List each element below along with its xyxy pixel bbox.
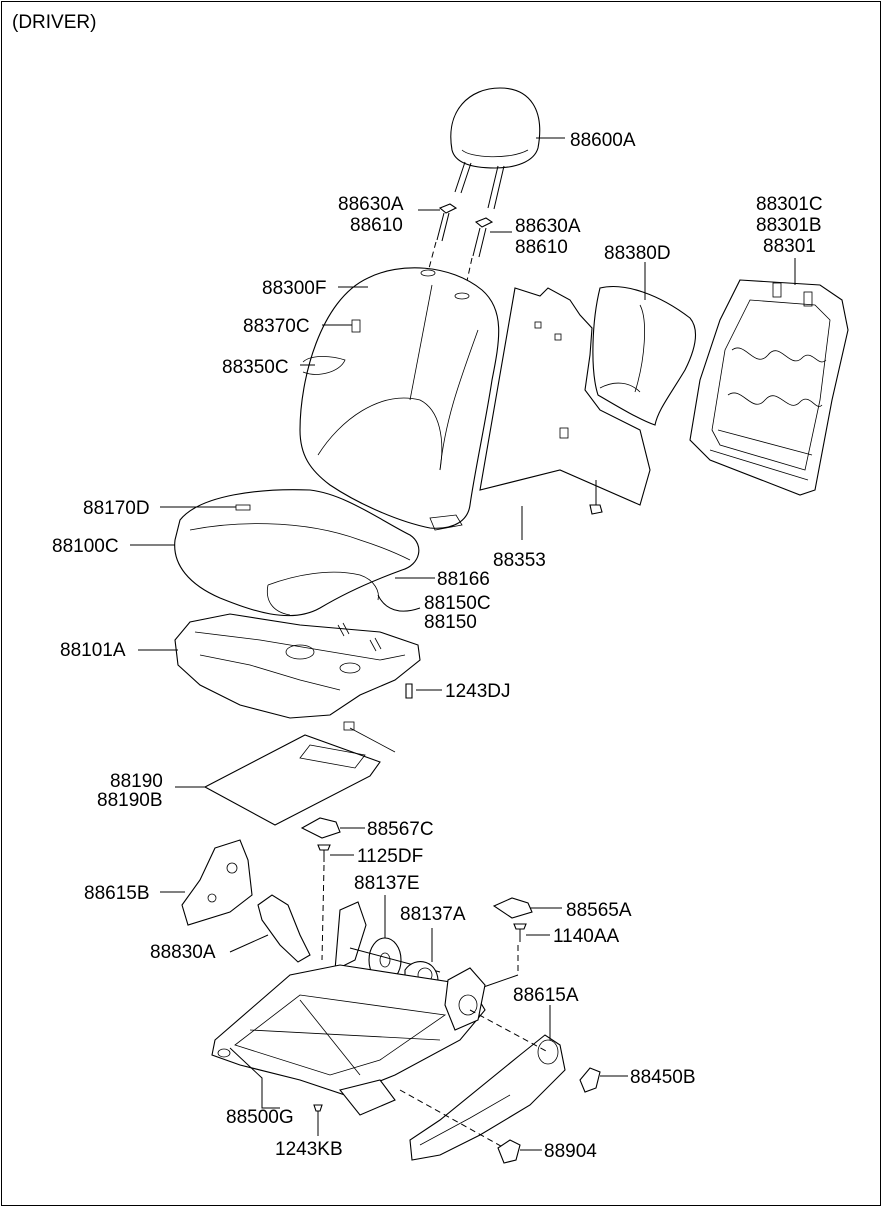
label-88567c: 88567C — [367, 819, 434, 840]
label-88600a: 88600A — [570, 130, 636, 151]
label-1140aa: 1140AA — [553, 926, 620, 947]
diagram-header: (DRIVER) — [12, 12, 97, 33]
cap-drawing — [497, 1139, 542, 1164]
label-1243kb: 1243KB — [275, 1139, 343, 1160]
seat-back-pad-drawing — [592, 262, 696, 426]
cushion-frame-drawing — [138, 613, 442, 719]
seat-back-cover-drawing — [299, 267, 500, 531]
label-88630a-left: 88630A — [338, 194, 404, 215]
label-88101a: 88101A — [60, 640, 126, 661]
label-88100c: 88100C — [52, 536, 119, 557]
label-88170d: 88170D — [83, 498, 150, 519]
seat-back-board-drawing — [479, 287, 651, 540]
label-88615a: 88615A — [513, 985, 579, 1006]
label-88370c: 88370C — [243, 316, 310, 337]
label-88615b: 88615B — [84, 883, 150, 904]
label-88301: 88301 — [763, 236, 816, 257]
label-88137e: 88137E — [354, 873, 420, 894]
label-88610-right: 88610 — [515, 237, 568, 258]
shield-b-drawing — [160, 839, 253, 926]
label-88150: 88150 — [424, 612, 477, 633]
seat-back-frame-drawing — [689, 258, 849, 496]
label-88380d: 88380D — [604, 243, 671, 264]
cushion-cover-drawing — [130, 489, 435, 617]
headrest-guides-drawing — [418, 203, 512, 291]
label-88450b: 88450B — [630, 1067, 696, 1088]
label-88190b: 88190B — [97, 790, 163, 811]
label-88300f: 88300F — [262, 278, 326, 299]
label-88830a: 88830A — [150, 942, 216, 963]
label-88904: 88904 — [544, 1141, 597, 1162]
shield-a-drawing — [399, 1005, 566, 1161]
label-88150c: 88150C — [424, 593, 491, 614]
label-88630a-right: 88630A — [515, 216, 581, 237]
seat-heater-drawing — [175, 721, 396, 826]
label-88500g: 88500G — [226, 1107, 294, 1128]
label-88301b: 88301B — [756, 215, 822, 236]
seat-track-drawing — [211, 964, 486, 1136]
label-88190: 88190 — [110, 771, 163, 792]
covers-bolts-drawing — [300, 817, 562, 991]
label-88166: 88166 — [437, 569, 490, 590]
label-88137a: 88137A — [400, 904, 466, 925]
buckle-drawing — [229, 894, 311, 963]
label-88353: 88353 — [493, 550, 546, 571]
knob-drawing — [579, 1067, 628, 1093]
headrest-drawing — [450, 87, 565, 210]
label-88610-left: 88610 — [350, 215, 403, 236]
label-88350c: 88350C — [222, 357, 289, 378]
label-88565a: 88565A — [566, 900, 632, 921]
label-88301c: 88301C — [756, 194, 823, 215]
part-labels: 88600A 88630A 88610 88630A 88610 88301C … — [52, 130, 823, 1162]
label-1125df: 1125DF — [357, 846, 423, 867]
label-1243dj: 1243DJ — [445, 681, 511, 702]
